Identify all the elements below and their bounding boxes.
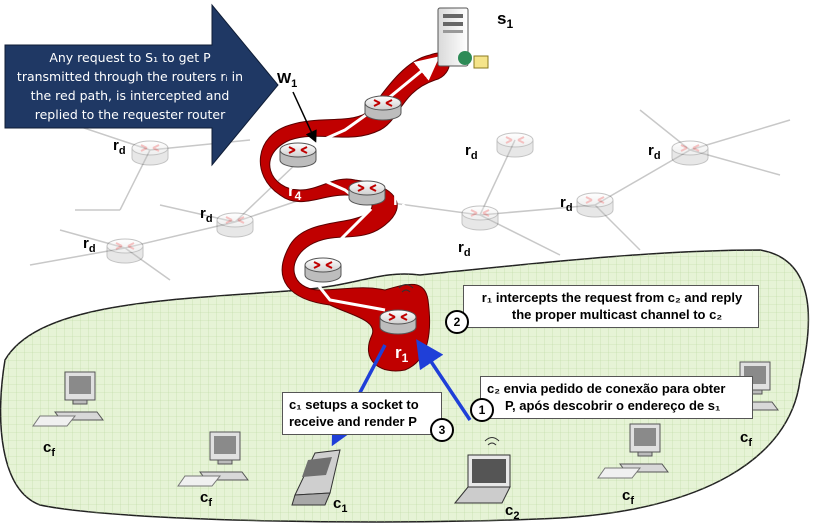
step-3-badge: 3 [430,418,454,442]
envia-line-2: P, após descobrir o endereço de s₁ [505,398,721,413]
router-antenna-icon [398,284,414,293]
label-cf-1: cf [43,439,55,459]
server-label: s1 [497,9,513,31]
default-router-6 [576,192,614,218]
label-c2: c2 [505,502,519,522]
step-2-badge: 2 [445,310,469,334]
intercept-line-2: the proper multicast channel to c₂ [511,307,723,322]
router-r5 [364,95,402,121]
label-rd-2: rd [200,205,213,225]
w1-pointer [292,91,317,143]
default-router-5 [671,140,709,166]
setup-line-1: c₁ setups a socket to [289,397,419,412]
pc-icon-2 [177,431,249,487]
callout-line-1: Any request to S₁ to get P [49,50,211,65]
intercept-line-1: r₁ intercepts the request from c₂ and re… [481,290,743,305]
label-rd-5: rd [648,142,661,162]
callout-line-4: replied to the requester router [34,107,226,122]
label-rd-7: rd [458,239,471,259]
server-icon [437,7,489,69]
default-routers [106,132,709,264]
default-router-labels: rd rd rd rd rd rd rd [83,137,661,259]
w1-label: W1 [277,70,297,90]
client-labels: cf cf cf cf c1 c2 [43,429,752,522]
default-router-7 [461,205,499,231]
default-router-3 [106,238,144,264]
step-1-badge: 1 [470,398,494,422]
pc-icon-3 [597,423,669,479]
setup-box: c₁ setups a socket to receive and render… [282,392,442,435]
callout-text: Any request to S₁ to get P transmitted t… [10,48,250,124]
label-r5: r5 [410,95,424,117]
router-r2 [304,257,342,283]
label-cf-2: cf [200,489,212,509]
label-c1: c1 [333,495,347,515]
callout-arrow-shape [4,3,279,167]
router-r3 [348,180,386,206]
label-cf-3: cf [622,487,634,507]
pc-icon-1 [32,371,104,427]
label-r3: r3 [393,190,407,212]
label-r4: r4 [288,181,302,203]
red-routers [279,95,417,335]
default-router-2 [216,212,254,238]
envia-box: c₂ envia pedido de conexão para obter P,… [480,376,753,419]
callout-line-3: the red path, is intercepted and [30,88,230,103]
label-cf-4: cf [740,429,752,449]
laptop-icon [453,437,511,504]
default-router-1 [131,140,169,166]
callout-line-2: transmitted through the routers rᵢ in [16,69,244,84]
phone-icon [291,449,341,506]
label-rd-1: rd [113,137,126,157]
router-r4 [279,142,317,168]
default-router-4 [496,132,534,158]
label-rd-4: rd [465,142,478,162]
label-rd-3: rd [83,235,96,255]
label-rd-6: rd [560,194,573,214]
envia-line-1: c₂ envia pedido de conexão para obter [487,381,726,396]
router-r1 [379,309,417,335]
label-r2: r2 [345,253,359,275]
setup-line-2: receive and render P [289,414,417,429]
label-r1: r1 [395,343,409,365]
intercept-box: r₁ intercepts the request from c₂ and re… [463,285,759,328]
